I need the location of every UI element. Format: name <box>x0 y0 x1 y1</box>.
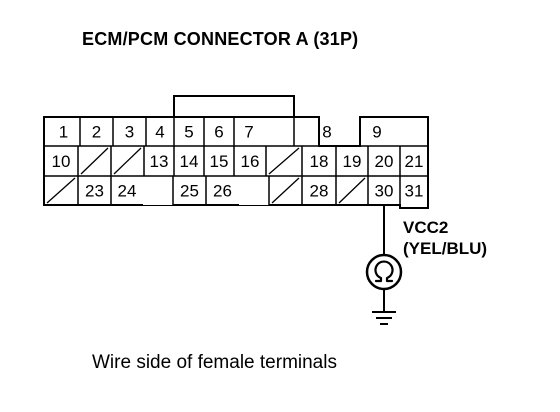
pin-6: 6 <box>214 123 223 142</box>
unused-cavity-slash <box>271 177 300 204</box>
ohmmeter-icon <box>365 253 403 291</box>
pin-1: 1 <box>59 123 68 142</box>
pin-26: 26 <box>213 182 232 201</box>
unused-cavity-slash <box>80 147 109 175</box>
pin-25: 25 <box>180 182 199 201</box>
pin-7: 7 <box>244 123 253 142</box>
pin-28: 28 <box>310 182 329 201</box>
pin-18: 18 <box>310 152 329 171</box>
pin-9: 9 <box>372 123 381 142</box>
pin-23: 23 <box>85 182 104 201</box>
connector-outline <box>43 95 429 209</box>
pin-31: 31 <box>405 182 424 201</box>
signal-name: VCC2 <box>403 218 449 237</box>
signal-label: VCC2 (YEL/BLU) <box>403 217 487 259</box>
pin-19: 19 <box>343 152 362 171</box>
unused-cavity-slash <box>46 177 76 204</box>
ground-icon <box>372 311 396 325</box>
unused-cavity-slash <box>268 147 300 175</box>
pin-10: 10 <box>52 152 71 171</box>
pin-5: 5 <box>184 123 193 142</box>
pin-15: 15 <box>210 152 229 171</box>
pin-13: 13 <box>150 152 169 171</box>
pin-30: 30 <box>375 182 394 201</box>
pin-4: 4 <box>155 123 164 142</box>
unused-cavity-slash <box>113 147 142 175</box>
pin-2: 2 <box>92 123 101 142</box>
pin-21: 21 <box>405 152 424 171</box>
pin-3: 3 <box>125 123 134 142</box>
diagram-caption: Wire side of female terminals <box>92 352 337 373</box>
unused-cavity-slash <box>338 177 366 204</box>
wire-color: (YEL/BLU) <box>403 239 488 258</box>
pin-14: 14 <box>180 152 199 171</box>
pin-8: 8 <box>322 123 331 142</box>
diagram-title: ECM/PCM CONNECTOR A (31P) <box>82 29 359 49</box>
pin-24: 24 <box>118 182 137 201</box>
pin-16: 16 <box>241 152 260 171</box>
pin-20: 20 <box>375 152 394 171</box>
